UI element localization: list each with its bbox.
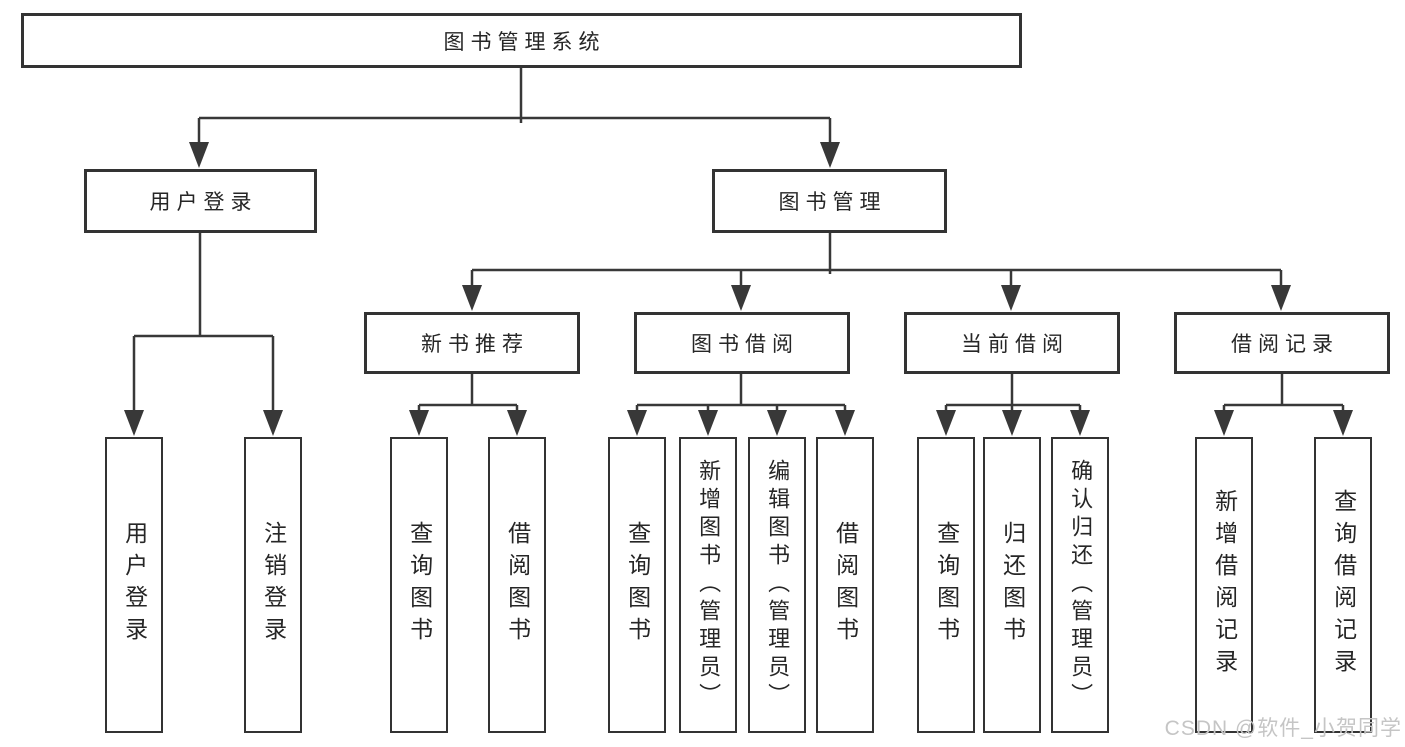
leaf-label: 借阅图书: [504, 521, 531, 649]
node-book-management: 图书管理: [712, 169, 947, 233]
leaf-label: 新增借阅记录: [1211, 489, 1238, 681]
leaf-label: 查询借阅记录: [1330, 489, 1357, 681]
leaf-return-book: 归还图书: [983, 437, 1041, 733]
leaf-label: 借阅图书: [832, 521, 859, 649]
leaf-label: 编辑图书（管理员）: [765, 459, 791, 711]
leaf-query-borrow-record: 查询借阅记录: [1314, 437, 1372, 733]
node-label: 图书借阅: [691, 333, 799, 356]
node-label: 图书管理系统: [443, 30, 606, 54]
node-label: 当前借阅: [961, 333, 1069, 356]
leaf-borrow-books-1: 借阅图书: [488, 437, 546, 733]
node-label: 借阅记录: [1231, 333, 1339, 356]
leaf-label: 查询图书: [933, 521, 960, 649]
leaf-label: 确认归还（管理员）: [1068, 459, 1094, 711]
leaf-borrow-books-2: 借阅图书: [816, 437, 874, 733]
leaf-add-book-admin: 新增图书（管理员）: [679, 437, 737, 733]
leaf-confirm-return-admin: 确认归还（管理员）: [1051, 437, 1109, 733]
leaf-add-borrow-record: 新增借阅记录: [1195, 437, 1253, 733]
node-library-system: 图书管理系统: [21, 13, 1022, 68]
leaf-label: 用户登录: [121, 521, 148, 649]
node-current-borrow: 当前借阅: [904, 312, 1120, 374]
leaf-label: 归还图书: [999, 521, 1026, 649]
node-label: 新书推荐: [421, 333, 529, 356]
leaf-label: 注销登录: [260, 521, 287, 649]
leaf-query-books-3: 查询图书: [917, 437, 975, 733]
leaf-query-books-2: 查询图书: [608, 437, 666, 733]
node-borrow-records: 借阅记录: [1174, 312, 1390, 374]
leaf-edit-book-admin: 编辑图书（管理员）: [748, 437, 806, 733]
node-user-login: 用户登录: [84, 169, 317, 233]
leaf-label: 查询图书: [406, 521, 433, 649]
leaf-label: 新增图书（管理员）: [696, 459, 722, 711]
leaf-user-login: 用户登录: [105, 437, 163, 733]
node-new-book-recommend: 新书推荐: [364, 312, 580, 374]
leaf-logout-login: 注销登录: [244, 437, 302, 733]
leaf-label: 查询图书: [624, 521, 651, 649]
leaf-query-books-1: 查询图书: [390, 437, 448, 733]
node-label: 图书管理: [778, 191, 887, 214]
node-label: 用户登录: [149, 191, 258, 214]
csdn-watermark: CSDN @软件_小贺同学: [1164, 717, 1402, 740]
node-book-borrow: 图书借阅: [634, 312, 850, 374]
